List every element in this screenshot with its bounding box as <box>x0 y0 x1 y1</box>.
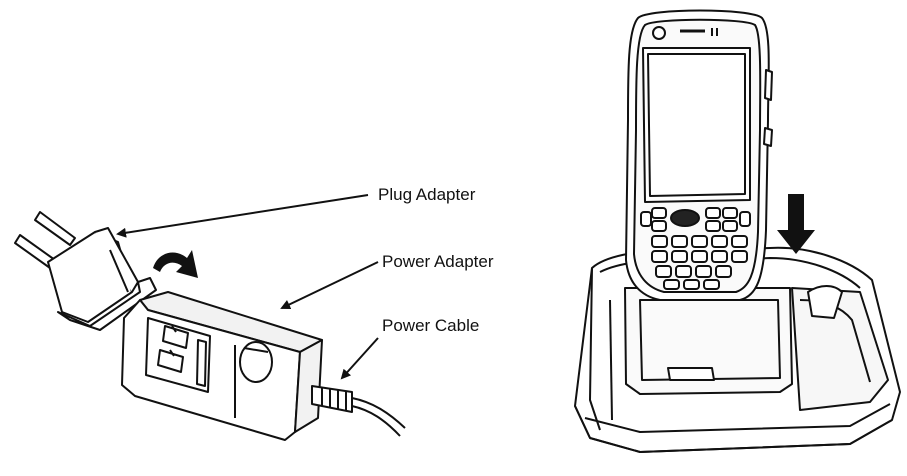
mobile-computer <box>626 11 772 301</box>
power-cable-arrow <box>342 338 378 378</box>
power-adapter-arrow <box>282 262 378 308</box>
power-adapter-label: Power Adapter <box>382 252 494 272</box>
power-adapter <box>122 292 322 440</box>
plug-adapter-arrow <box>118 195 368 234</box>
power-cable-label: Power Cable <box>382 316 479 336</box>
down-arrow-icon <box>777 194 815 254</box>
power-cable <box>312 386 405 436</box>
curved-arrow-icon <box>153 250 198 278</box>
plug-adapter-label: Plug Adapter <box>378 185 475 205</box>
